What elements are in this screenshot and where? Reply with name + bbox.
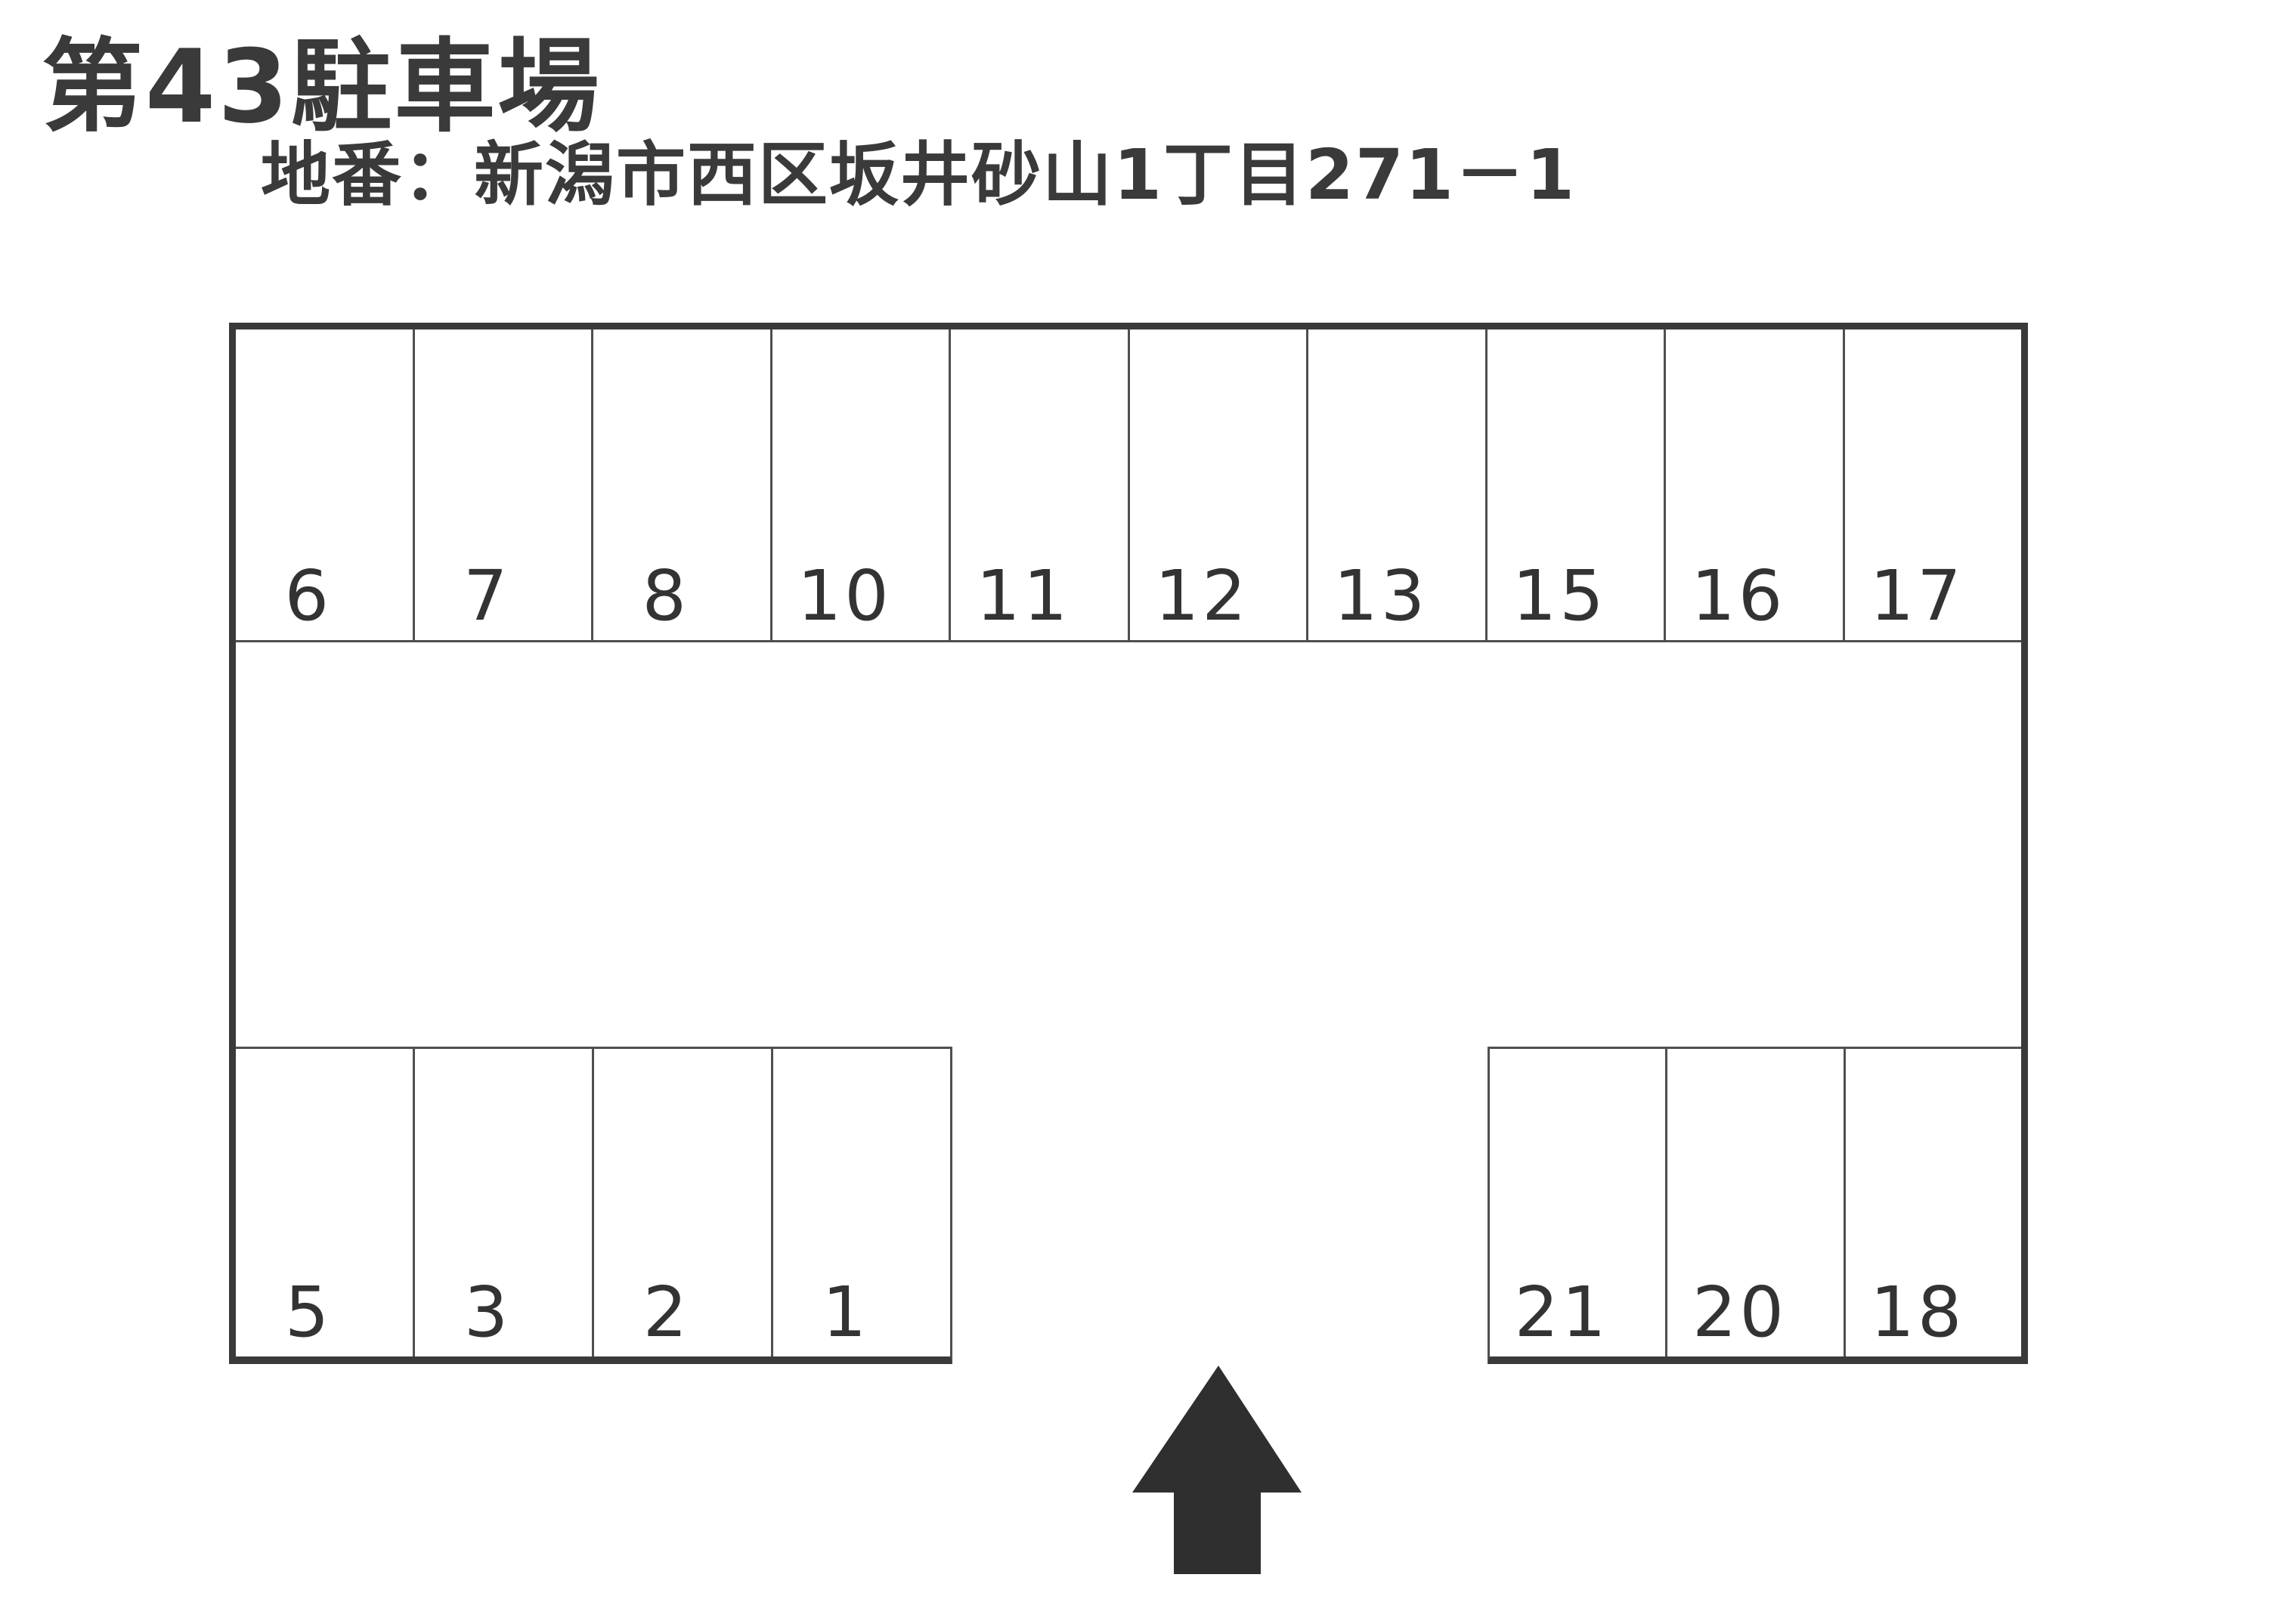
parking-stall-16: 16 (1666, 329, 1845, 640)
stall-number: 3 (463, 1272, 512, 1353)
parking-stall-20: 20 (1667, 1049, 1846, 1356)
stall-number: 18 (1870, 1272, 1965, 1353)
stall-number: 7 (463, 555, 511, 636)
parking-stall-12: 12 (1130, 329, 1308, 640)
entrance-arrow-icon (1132, 1366, 1302, 1574)
stall-number: 15 (1512, 555, 1607, 636)
stall-number: 20 (1692, 1272, 1788, 1353)
parking-stall-2: 2 (594, 1049, 773, 1356)
stall-row-top: 6 7 8 10 11 12 13 15 16 17 (236, 329, 2021, 642)
parking-stall-11: 11 (951, 329, 1130, 640)
parking-stall-17: 17 (1845, 329, 2022, 640)
stall-number: 2 (642, 1272, 691, 1353)
parking-stall-10: 10 (772, 329, 951, 640)
stall-number: 17 (1869, 555, 1964, 636)
stall-group-bottom-right: 21 20 18 (1488, 1047, 2021, 1364)
stall-number: 8 (642, 555, 690, 636)
parking-stall-1: 1 (773, 1049, 950, 1356)
parking-stall-5: 5 (236, 1049, 415, 1356)
stall-number: 13 (1333, 555, 1429, 636)
stall-number: 5 (284, 1272, 333, 1353)
stall-number: 1 (822, 1272, 870, 1353)
stall-group-bottom-left: 5 3 2 1 (236, 1047, 952, 1364)
stall-number: 16 (1691, 555, 1786, 636)
parking-stall-18: 18 (1846, 1049, 2021, 1356)
stall-number: 10 (797, 555, 892, 636)
stall-number: 12 (1154, 555, 1249, 636)
parking-stall-3: 3 (415, 1049, 594, 1356)
stall-number: 6 (284, 555, 333, 636)
page-title: 第43駐車場 (42, 28, 602, 146)
stall-number: 21 (1514, 1272, 1609, 1353)
parking-stall-15: 15 (1488, 329, 1666, 640)
parking-stall-6: 6 (236, 329, 415, 640)
lot-address: 地番：新潟市西区坂井砂山1丁目271－1 (261, 135, 1577, 215)
parking-stall-8: 8 (593, 329, 772, 640)
stall-number: 11 (976, 555, 1071, 636)
parking-stall-7: 7 (415, 329, 593, 640)
parking-stall-13: 13 (1308, 329, 1488, 640)
parking-stall-21: 21 (1490, 1049, 1668, 1356)
